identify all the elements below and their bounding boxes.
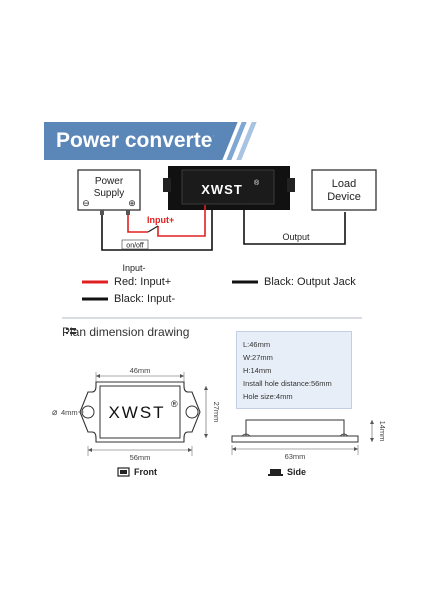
switch-icon — [147, 225, 159, 233]
mount-ear-left — [163, 178, 171, 192]
input-plus-label: Input+ — [147, 215, 174, 225]
switch-label: on/off — [126, 243, 143, 250]
front-drawing — [79, 381, 201, 443]
black-input-wire — [101, 207, 213, 251]
dim-height: 27mm — [212, 402, 221, 423]
dim-top-width: 46mm — [130, 366, 151, 375]
dim-side-width: 63mm — [285, 452, 306, 461]
diameter-icon: ⌀ — [52, 407, 58, 417]
input-minus-label: Input- — [122, 263, 145, 273]
front-registered-mark: ® — [171, 399, 178, 409]
spec-line: L:46mm — [243, 340, 271, 349]
registered-mark: ® — [254, 179, 260, 187]
spec-line: Install hole distance:56mm — [243, 379, 332, 388]
side-caption: Side — [287, 467, 307, 477]
spec-box — [236, 331, 352, 409]
converter-face — [181, 169, 275, 205]
front-brand-label: XWST — [108, 403, 165, 422]
load-device-label-line1: Load — [332, 178, 356, 190]
banner-title: Power converter — [44, 122, 222, 160]
terminal-post — [126, 210, 130, 215]
load-device-label-line2: Device — [327, 191, 361, 203]
dim-side-height: 14mm — [378, 421, 387, 442]
plan-title: Plan dimension drawing — [62, 325, 190, 339]
red-wire — [157, 205, 206, 237]
plus-terminal-icon: ⊕ — [128, 198, 136, 208]
side-view-icon — [270, 469, 281, 474]
side-drawing — [231, 419, 359, 443]
spec-line: W:27mm — [243, 353, 273, 362]
output-label: Output — [282, 232, 310, 242]
black-output-wire — [243, 205, 346, 245]
power-supply-label-line2: Supply — [94, 188, 125, 199]
minus-terminal-icon: ⊖ — [82, 198, 90, 208]
switch-box — [121, 239, 149, 250]
terminal-post — [100, 210, 104, 215]
power-supply-label-line1: Power — [95, 176, 124, 187]
dim-bottom-width: 56mm — [130, 453, 151, 462]
dim-hole: 4mm — [61, 408, 78, 417]
load-device-box — [311, 169, 377, 211]
plan-list-icon — [66, 328, 76, 334]
spec-line: Hole size:4mm — [243, 392, 293, 401]
legend-black-output-text: Black: Output Jack — [264, 276, 356, 288]
spec-line: H:14mm — [243, 366, 272, 375]
front-caption: Front — [134, 467, 157, 477]
mount-ear-right — [287, 178, 295, 192]
power-supply-box — [77, 169, 141, 211]
legend-black-input-text: Black: Input- — [114, 293, 176, 305]
brand-label: XWST — [201, 182, 243, 197]
red-wire — [127, 215, 148, 233]
legend-red-text: Red: Input+ — [114, 276, 172, 288]
